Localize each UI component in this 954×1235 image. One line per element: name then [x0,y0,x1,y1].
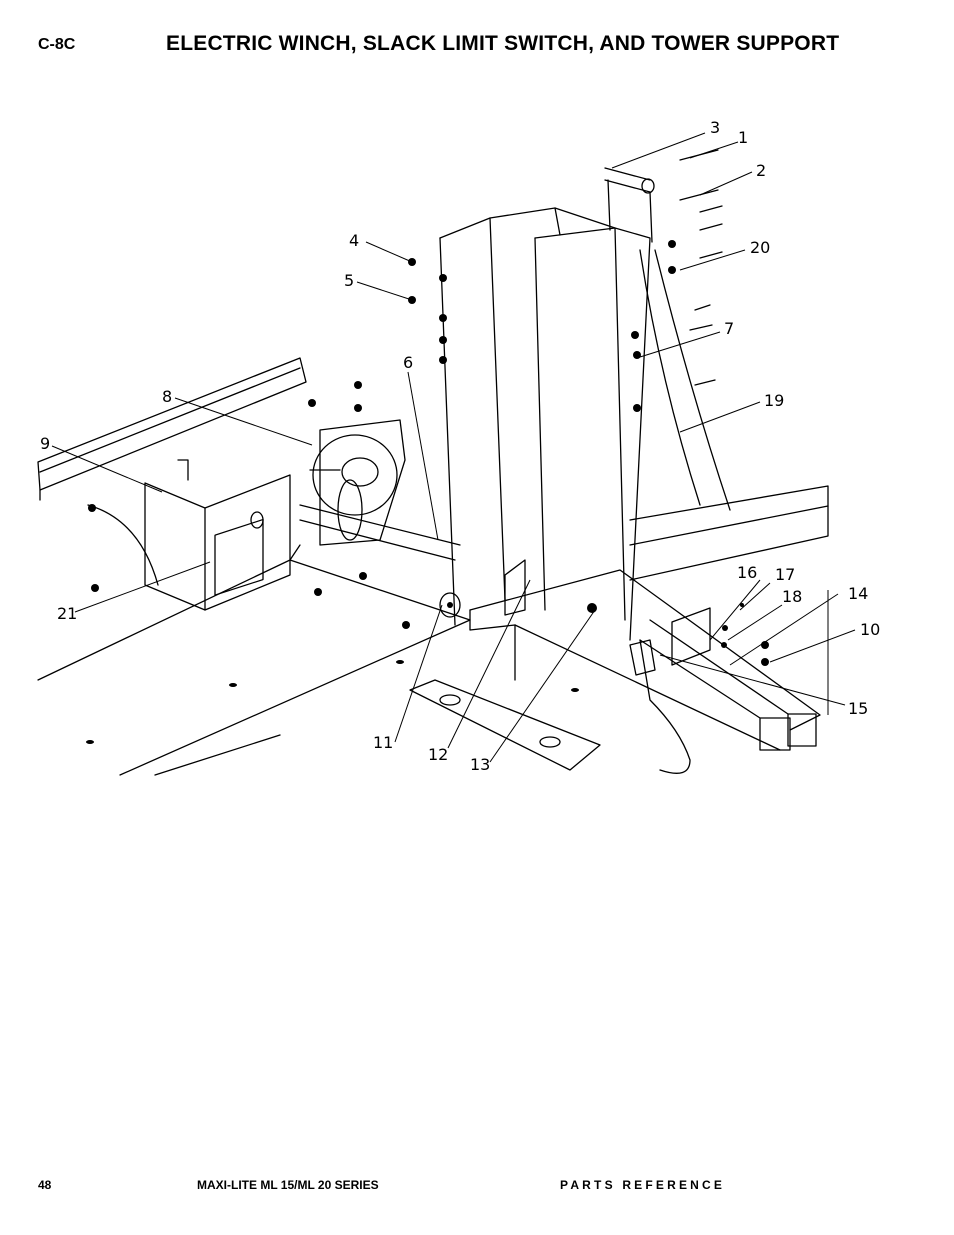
series-name: MAXI-LITE ML 15/ML 20 SERIES [197,1178,379,1192]
callout-11: 11 [373,733,393,752]
callout-18: 18 [782,587,802,606]
callout-19: 19 [764,391,784,410]
section-code: C-8C [38,36,76,53]
callout-9: 9 [40,434,50,453]
callout-5: 5 [344,271,354,290]
callout-17: 17 [775,565,795,584]
callout-4: 4 [349,231,359,250]
callout-6: 6 [403,353,413,372]
page-number: 48 [38,1178,52,1192]
callout-16: 16 [737,563,757,582]
callout-3: 3 [710,118,720,137]
callout-7: 7 [724,319,734,338]
callout-20: 20 [750,238,770,257]
callout-21: 21 [57,604,77,623]
callout-13: 13 [470,755,490,774]
exploded-parts-diagram: 3 1 2 4 20 5 7 6 8 19 9 16 17 14 18 21 1… [37,118,880,776]
page-title: ELECTRIC WINCH, SLACK LIMIT SWITCH, AND … [166,32,840,55]
callout-1: 1 [738,128,748,147]
callout-2: 2 [756,161,766,180]
callout-8: 8 [162,387,172,406]
callout-15: 15 [848,699,868,718]
callout-14: 14 [848,584,868,603]
callout-10: 10 [860,620,880,639]
section-reference: PARTS REFERENCE [560,1178,726,1192]
callout-12: 12 [428,745,448,764]
